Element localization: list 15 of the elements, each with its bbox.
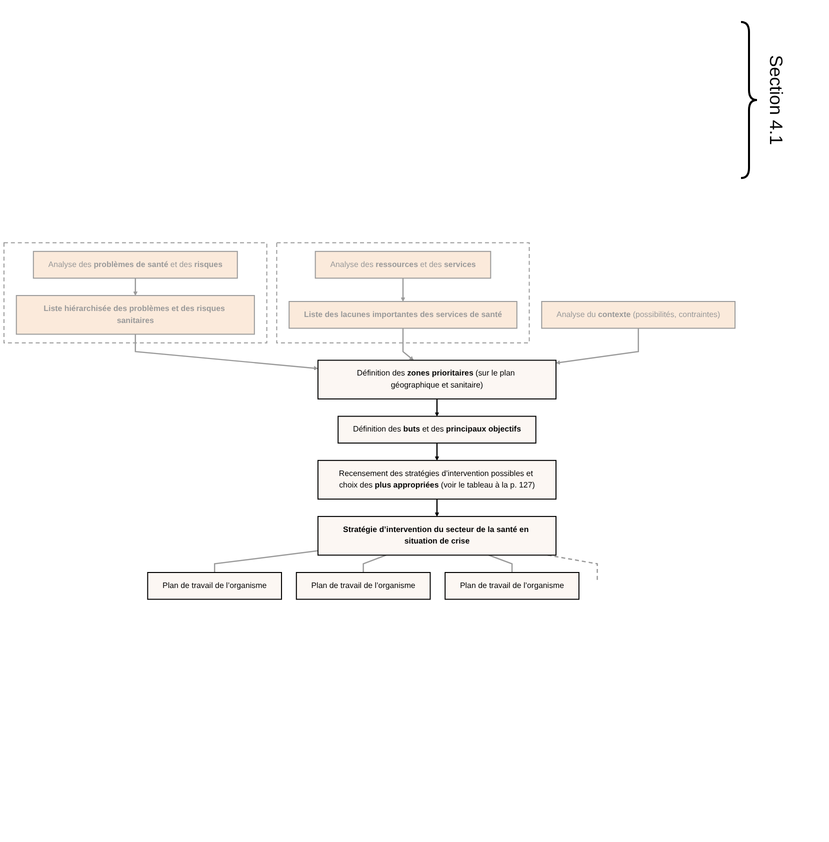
- cluster: [3, 242, 268, 344]
- connector: [362, 554, 386, 572]
- arrow: [434, 398, 440, 416]
- connector: [214, 550, 318, 572]
- arrow: [400, 278, 406, 302]
- arrow: [434, 499, 440, 517]
- arrow: [133, 278, 138, 296]
- connector: [548, 554, 598, 582]
- connector: [488, 554, 513, 572]
- arrow: [556, 328, 639, 365]
- cluster: [276, 242, 530, 344]
- section-reference: Section 4.1: [765, 54, 786, 146]
- arrow: [134, 334, 318, 370]
- arrow: [402, 328, 414, 360]
- arrow: [434, 443, 440, 461]
